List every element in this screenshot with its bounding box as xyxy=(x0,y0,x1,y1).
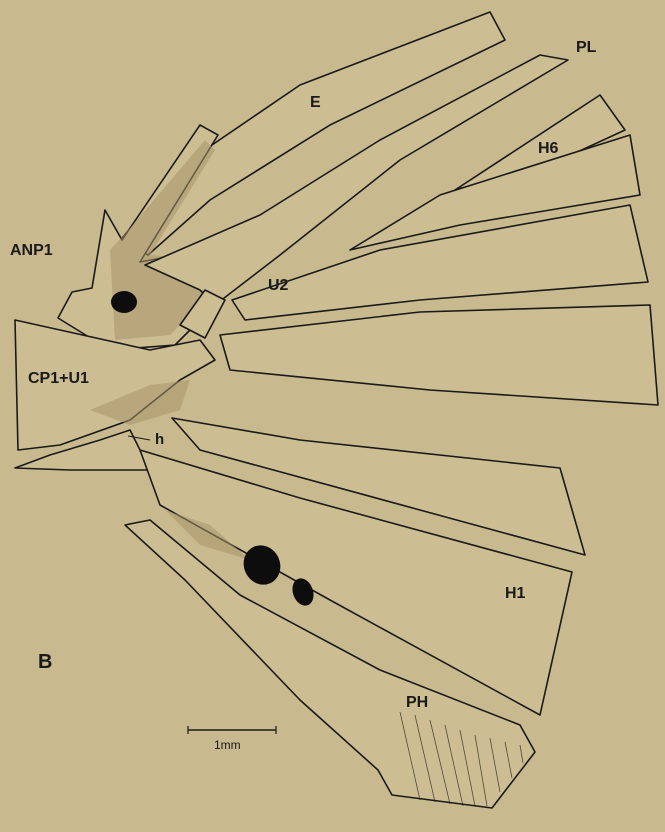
scale-bar-label: 1mm xyxy=(214,738,241,752)
label-e: E xyxy=(310,94,321,111)
label-h6: H6 xyxy=(538,140,559,157)
label-cp1-u1: CP1+U1 xyxy=(28,370,89,387)
scale-bar: 1mm xyxy=(188,726,276,752)
anp1-foramen xyxy=(111,291,137,313)
label-u2: U2 xyxy=(268,277,289,294)
label-anp1: ANP1 xyxy=(10,242,53,259)
label-ph: PH xyxy=(406,694,428,711)
label-pl: PL xyxy=(576,39,597,56)
panel-label-b: B xyxy=(38,651,52,673)
label-h: h xyxy=(155,431,164,448)
hypural-middle-large xyxy=(220,305,658,405)
label-h1: H1 xyxy=(505,585,526,602)
